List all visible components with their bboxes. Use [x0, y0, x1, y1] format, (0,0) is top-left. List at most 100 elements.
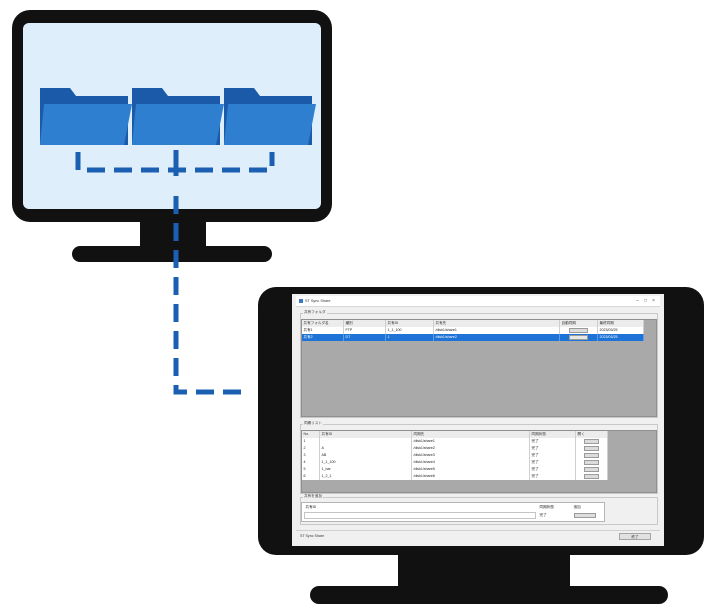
share-path-cell: /disk1/share2	[434, 334, 560, 341]
open-cell	[576, 473, 608, 480]
status-bar: ST Sync Share 終了	[296, 530, 660, 541]
source-monitor-stand	[72, 246, 272, 262]
share-type-cell: DT	[344, 334, 386, 341]
sync-path-cell: /disk1/share1	[412, 438, 530, 445]
add-share-state-value: 完了	[539, 513, 547, 517]
open-cell	[576, 466, 608, 473]
table-row-selected[interactable]: 共有2 DT 1 /disk1/share2 2023/03/25	[302, 334, 656, 341]
share-id-cell: 1_1_100	[386, 327, 434, 334]
row-number-cell: 2	[302, 445, 320, 452]
add-share-add-label: 追加	[573, 505, 581, 509]
sync-state-cell: 完了	[530, 459, 576, 466]
folder-icon	[40, 88, 132, 145]
open-cell	[576, 452, 608, 459]
last-sync-cell: 2023/03/25	[598, 334, 644, 341]
column-header: 種別	[344, 320, 386, 327]
toggle-button[interactable]	[569, 328, 588, 333]
status-text: ST Sync Share	[300, 534, 325, 538]
add-share-group-label: 共有を追加	[303, 493, 323, 499]
sync-path-cell: /disk1/share5	[412, 466, 530, 473]
share-id-cell: 1_2_1	[320, 473, 412, 480]
minimize-button[interactable]: –	[636, 298, 639, 304]
sync-state-cell: 完了	[530, 445, 576, 452]
table-row[interactable]: 共有1 FTP 1_1_100 /disk1/share1 2023/03/25	[302, 327, 656, 334]
sync-list-group-label: 同期リスト	[303, 420, 323, 426]
list-item[interactable]: 2 A /disk1/share2 完了	[302, 445, 608, 452]
title-bar: ST Sync Share – □ ×	[296, 296, 660, 307]
sync-list-group: 同期リスト	[300, 420, 658, 494]
row-number-cell: 3	[302, 452, 320, 459]
list-item[interactable]: 1 /disk1/share1 完了	[302, 438, 608, 445]
column-header: 共有先	[434, 320, 560, 327]
column-header: No.	[302, 431, 320, 438]
share-path-cell: /disk1/share1	[434, 327, 560, 334]
row-number-cell: 4	[302, 459, 320, 466]
link-path	[173, 196, 248, 395]
sync-list-header-row: No. 共有ID 同期先 同期状態 開く	[302, 431, 608, 438]
sync-connection	[75, 150, 275, 395]
column-header: 同期状態	[530, 431, 576, 438]
add-share-button[interactable]	[574, 513, 596, 518]
share-id-cell: A	[320, 445, 412, 452]
shares-header-row: 共有フォルダ名 種別 共有ID 共有先 自動同期 最終同期	[302, 320, 656, 327]
sync-path-cell: /disk1/share2	[412, 445, 530, 452]
share-id-input[interactable]	[304, 512, 536, 519]
maximize-button[interactable]: □	[643, 298, 648, 304]
auto-sync-cell	[560, 327, 598, 334]
column-header: 同期先	[412, 431, 530, 438]
target-monitor-stand	[310, 586, 668, 604]
share-name-cell: 共有1	[302, 327, 344, 334]
sync-path-cell: /disk1/share3	[412, 452, 530, 459]
column-header: 自動同期	[560, 320, 598, 327]
sync-state-cell: 完了	[530, 438, 576, 445]
add-share-id-label: 共有ID	[305, 505, 317, 509]
open-button[interactable]	[583, 460, 600, 465]
column-header: 最終同期	[598, 320, 644, 327]
folder-icon	[224, 88, 316, 145]
list-item[interactable]: 5 1_bar /disk1/share5 完了	[302, 466, 608, 473]
sync-state-cell: 完了	[530, 452, 576, 459]
sync-path-cell: /disk1/share6	[412, 473, 530, 480]
last-sync-cell: 2023/03/25	[598, 327, 644, 334]
list-item[interactable]: 4 1_1_100 /disk1/share4 完了	[302, 459, 608, 466]
shares-group-label: 共有フォルダ	[303, 309, 327, 315]
share-name-cell: 共有2	[302, 334, 344, 341]
add-share-panel: 共有ID 同期状態 追加 完了	[301, 502, 605, 522]
toggle-button[interactable]	[569, 335, 588, 340]
auto-sync-cell	[560, 334, 598, 341]
list-item[interactable]: 3 AB /disk1/share3 完了	[302, 452, 608, 459]
share-id-cell: 1_1_100	[320, 459, 412, 466]
open-button[interactable]	[583, 474, 600, 479]
target-monitor-neck	[398, 553, 570, 589]
column-header: 共有ID	[320, 431, 412, 438]
close-button[interactable]: ×	[652, 298, 655, 304]
open-cell	[576, 438, 608, 445]
source-monitor-neck	[140, 220, 206, 248]
shares-grid: 共有フォルダ名 種別 共有ID 共有先 自動同期 最終同期 共有1 FTP 1_…	[301, 319, 657, 417]
open-cell	[576, 445, 608, 452]
sync-state-cell: 完了	[530, 466, 576, 473]
sync-list-grid: No. 共有ID 同期先 同期状態 開く 1 /disk1/share1 完了 …	[301, 430, 657, 493]
open-cell	[576, 459, 608, 466]
row-number-cell: 6	[302, 473, 320, 480]
list-item[interactable]: 6 1_2_1 /disk1/share6 完了	[302, 473, 608, 480]
share-id-cell	[320, 438, 412, 445]
row-number-cell: 1	[302, 438, 320, 445]
open-button[interactable]	[583, 446, 600, 451]
column-header: 共有フォルダ名	[302, 320, 344, 327]
add-share-state-label: 同期状態	[539, 505, 554, 509]
add-share-group: 共有を追加	[300, 493, 658, 525]
app-icon	[299, 299, 303, 303]
open-button[interactable]	[583, 467, 600, 472]
open-button[interactable]	[583, 439, 600, 444]
column-header: 開く	[576, 431, 608, 438]
sync-app-window: ST Sync Share – □ × 共有フォルダ 共有フォルダ名 種別 共有…	[296, 296, 660, 541]
exit-button[interactable]: 終了	[619, 532, 651, 540]
share-id-cell: 1	[386, 334, 434, 341]
sync-state-cell: 完了	[530, 473, 576, 480]
folder-icon	[132, 88, 224, 145]
row-number-cell: 5	[302, 466, 320, 473]
share-type-cell: FTP	[344, 327, 386, 334]
share-id-cell: AB	[320, 452, 412, 459]
open-button[interactable]	[583, 453, 600, 458]
